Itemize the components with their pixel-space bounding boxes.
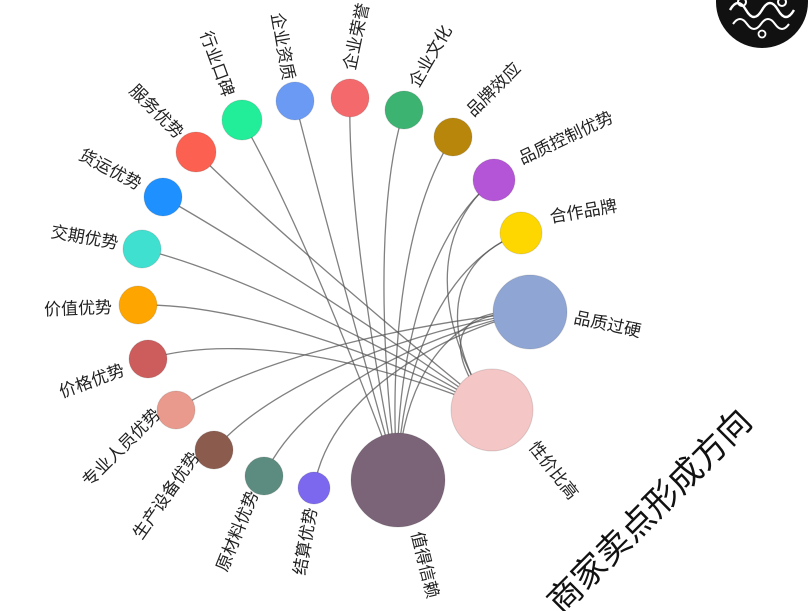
node-label-corporate-qualification: 企业资质 [266,11,298,81]
node-label-cooperative-brand: 合作品牌 [548,196,618,228]
node-delivery-time: 交期优势 [49,222,162,269]
node-value: 价值优势 [44,285,158,325]
node-circle-corporate-honor [330,78,370,118]
node-freight: 货运优势 [75,145,183,217]
node-circle-trustworthy [350,432,446,528]
node-industry-reputation: 行业口碑 [195,29,263,141]
node-price: 价格优势 [57,339,168,403]
node-circle-freight [143,177,183,217]
node-label-service: 服务优势 [125,81,187,143]
edge-industry-reputation-to-trustworthy [241,119,399,481]
node-corporate-honor: 企业荣誉 [330,1,374,118]
node-quality-control: 品质控制优势 [472,108,617,202]
edge-delivery-time-to-price-value-ratio [141,248,493,411]
node-circle-quality-hard [492,274,568,350]
node-corporate-culture: 企业文化 [384,22,457,130]
node-label-raw-material: 原材料优势 [213,488,263,574]
node-label-trustworthy: 值得信赖 [406,530,442,601]
node-trustworthy: 值得信赖 [350,432,446,601]
node-label-value: 价值优势 [44,298,113,320]
node-label-price: 价格优势 [57,361,128,403]
node-circle-settlement [297,471,331,505]
node-layer: 专业人员优势生产设备优势原材料优势结算优势 值得信赖 性价比高 品质过硬 合作品牌 品质控… [44,1,643,600]
node-label-delivery-time: 交期优势 [49,222,119,254]
edge-value-to-price-value-ratio [137,304,493,411]
node-label-corporate-honor: 企业荣誉 [340,1,374,72]
node-circle-price [128,339,168,379]
node-service: 服务优势 [125,81,217,173]
node-label-quality-control: 品质控制优势 [516,108,617,169]
ornament-logo-icon [716,0,808,48]
node-price-value-ratio: 性价比高 [450,368,582,504]
node-brand-effect: 品牌效应 [433,59,525,157]
node-corporate-qualification: 企业资质 [266,11,315,121]
node-circle-production-equipment [194,430,234,470]
node-label-price-value-ratio: 性价比高 [524,438,582,504]
node-circle-value [118,285,158,325]
node-circle-brand-effect [433,117,473,157]
node-circle-corporate-qualification [275,81,315,121]
node-circle-industry-reputation [221,99,263,141]
node-raw-material: 原材料优势 [213,456,284,575]
node-circle-service [175,131,217,173]
node-settlement: 结算优势 [290,471,331,577]
node-circle-raw-material [244,456,284,496]
node-label-freight: 货运优势 [75,145,144,195]
node-circle-professional-staff [156,390,196,430]
node-label-industry-reputation: 行业口碑 [195,29,237,100]
edge-corporate-qualification-to-trustworthy [294,100,399,481]
node-cooperative-brand: 合作品牌 [499,196,619,255]
node-label-brand-effect: 品牌效应 [463,59,525,121]
node-circle-corporate-culture [384,90,424,130]
node-production-equipment: 生产设备优势 [129,430,234,543]
node-circle-cooperative-brand [499,211,543,255]
node-quality-hard: 品质过硬 [492,274,643,350]
node-label-production-equipment: 生产设备优势 [129,448,204,543]
node-circle-price-value-ratio [450,368,534,452]
node-label-professional-staff: 专业人员优势 [79,405,165,491]
node-label-settlement: 结算优势 [290,506,322,576]
node-circle-delivery-time [122,229,162,269]
node-circle-quality-control [472,158,516,202]
node-label-quality-hard: 品质过硬 [572,308,643,342]
node-label-corporate-culture: 企业文化 [405,22,456,91]
